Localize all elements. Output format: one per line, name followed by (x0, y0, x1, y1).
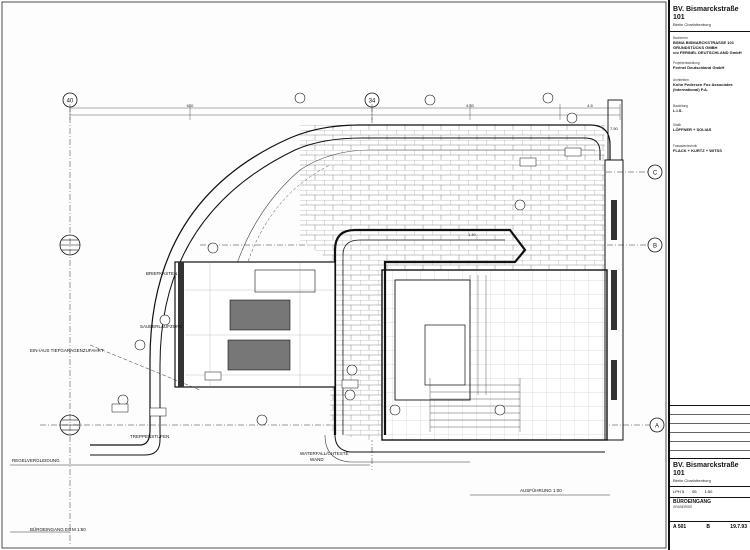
dim-edge-750: 7.50 (610, 126, 619, 131)
planter-1 (229, 299, 291, 331)
stair-treads (429, 378, 521, 432)
garage-ramp-line (89, 344, 201, 391)
scale-value: 1:50 (704, 489, 713, 494)
architect-label: Architekten (673, 78, 689, 82)
column-marker-left-upper (59, 234, 81, 256)
project-location-bottom: Berlin Charlottenburg (673, 478, 711, 483)
dim-top-45: 4.5 (587, 103, 593, 108)
label-bottom-caption: BÜROEINGANG EG (30, 526, 72, 532)
plan-number: A 501 (673, 524, 687, 530)
client-line-1: BSMA BISMARCKSTRASSE 101 (673, 40, 734, 45)
static-name: LÖFFNER + SOLIAS (673, 127, 712, 132)
architect-sub: (International) P.A. (673, 87, 709, 92)
entrance-steps-edge (334, 434, 605, 453)
client-line-3: c/o FERINEL DEUTSCHLAND GmbH (673, 50, 742, 55)
architect-name: Kohn Pedersen Fox Associates (673, 82, 733, 87)
svg-text:C: C (653, 171, 658, 177)
phase-value: LPH 5 (673, 489, 685, 494)
client-line-2: GRUNDSTÜCKS GMBH (673, 45, 718, 50)
facade-column-1 (611, 200, 617, 240)
floor-plan-drawing: 40 34 A B C (1, 1, 667, 549)
label-wand: WAND (310, 457, 324, 462)
dim-small-140: 1.40 (468, 232, 477, 237)
railing-verticals (469, 275, 487, 395)
canopy-inner-edge (90, 137, 601, 456)
facade-wall-right (604, 159, 624, 441)
drawing-frame (1, 1, 667, 549)
revision-table (670, 405, 750, 459)
build-name: L.I.S. (673, 108, 683, 113)
pm-name: Ferinel Deutschland GmbH (673, 65, 725, 70)
svg-text:34: 34 (369, 99, 376, 105)
mailbox-unit (254, 269, 316, 293)
facade-name: FLACK + KURTZ + WITSS (673, 148, 722, 153)
svg-text:B: B (653, 244, 657, 250)
project-title: BV. Bismarckstraße 101 (673, 6, 739, 21)
axis-bubble-c: C (647, 164, 663, 180)
label-tiefgarage: EIN-/AUS TIEFGARAGENZUFAHRT (30, 348, 104, 353)
static-label: Statik (673, 123, 681, 127)
core-room (394, 279, 471, 401)
plan-index: B (706, 524, 711, 530)
svg-text:40: 40 (67, 99, 74, 105)
title-block: BV. Bismarckstraße 101 Berlin Charlotten… (668, 0, 750, 550)
entrance-steps-line (324, 434, 470, 463)
label-regel: REGELVERGLEIDUNG (12, 458, 60, 463)
label-sauberlauf: SAUBERLAUFZONE (140, 324, 183, 329)
project-title-bottom: BV. Bismarckstraße 101 (673, 462, 739, 477)
sheet-value: 05 (692, 489, 697, 494)
svg-text:A: A (655, 424, 659, 430)
label-treppen: TREPPENSTUFEN (130, 434, 169, 439)
glazed-entrance-wall (333, 228, 527, 435)
drawing-subtitle: GRUNDRISS (673, 505, 693, 509)
client-label: Bauherren (673, 36, 688, 40)
facade-column-3 (611, 360, 617, 400)
drawing-title: BÜROEINGANG (673, 499, 712, 505)
facade-label: Fassadentechnik (673, 144, 698, 148)
title-block-bottom: BV. Bismarckstraße 101 Berlin Charlotten… (670, 462, 750, 530)
axis-bubble-a: A (649, 417, 665, 433)
label-water: WATERFALL/CHTESTE (300, 451, 349, 456)
planter-2 (227, 339, 291, 371)
label-briefkasten: BRIEFKASTEN (146, 271, 177, 276)
mailbox-wall (178, 262, 184, 387)
label-ausfuehrung: AUSFÜHRUNG 1:00 (520, 487, 562, 493)
section-markers (117, 92, 578, 426)
column-marker-left-lower (59, 414, 81, 436)
axis-bubble-b: B (647, 237, 663, 253)
dimension-top (69, 104, 621, 120)
dim-top-430: 4.30 (466, 103, 475, 108)
facade-column-2 (611, 270, 617, 330)
build-label: Bauleitung (673, 104, 689, 108)
canopy-outer-edge (90, 124, 611, 446)
plan-date: 19.7.93 (730, 524, 747, 530)
label-bottom-scale: M 1:50 (72, 527, 86, 532)
glazed-entrance-wall-inner (342, 239, 505, 435)
dim-top-610: 610 (187, 103, 194, 108)
marker-boxes (111, 147, 582, 417)
pm-label: Projektentwicklung (673, 61, 700, 65)
project-location: Berlin Charlottenburg (673, 22, 711, 27)
